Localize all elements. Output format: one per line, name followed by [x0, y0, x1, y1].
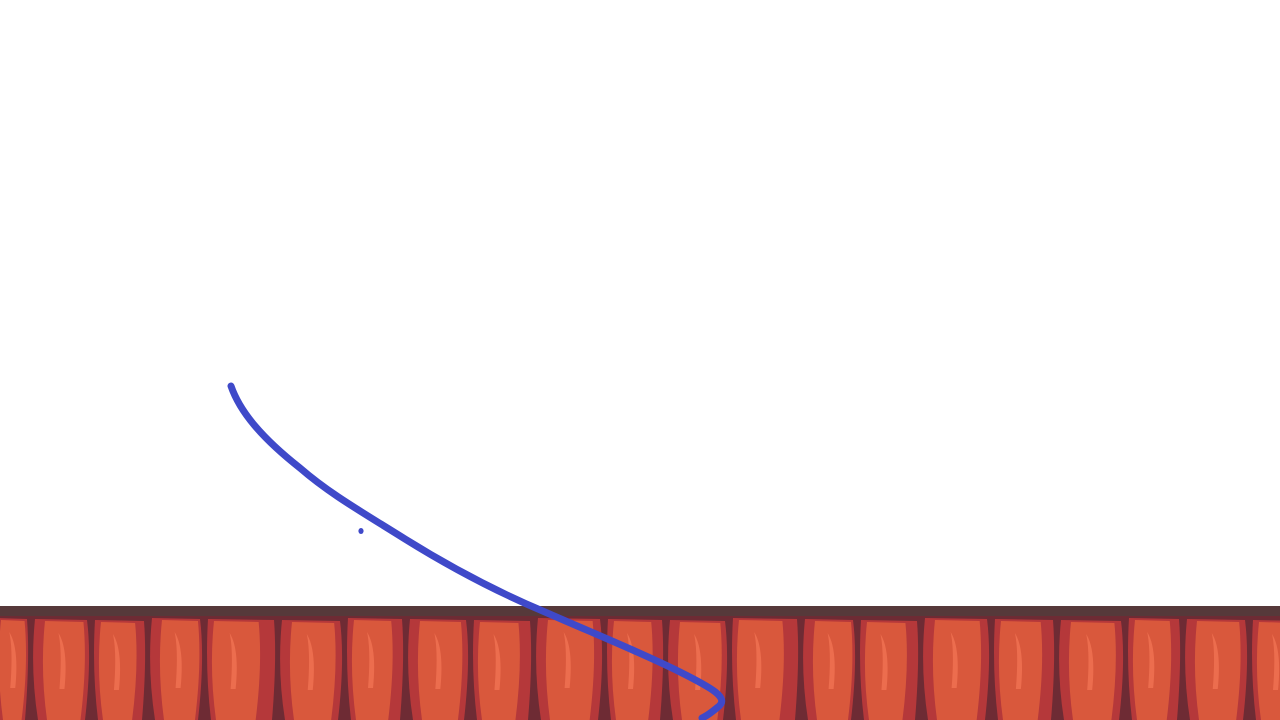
rock-highlight [950, 632, 958, 688]
rock-highlight [9, 632, 17, 688]
rock-highlight [1147, 632, 1155, 688]
rock-highlight [754, 632, 762, 688]
drawing-canvas-area[interactable] [0, 0, 1280, 607]
rock-highlight [1086, 634, 1094, 690]
rock-highlight [880, 634, 888, 690]
ground-top-edge [0, 606, 1280, 616]
rock-highlight [1272, 634, 1280, 690]
red-rock-ground-icon [0, 606, 1280, 720]
rock-highlight [1211, 633, 1219, 689]
rock-columns [0, 618, 1280, 720]
rock-highlight [174, 632, 182, 688]
rock-highlight [58, 633, 66, 689]
rock-highlight [112, 634, 121, 690]
rock-highlight [827, 633, 835, 689]
rock-highlight [1014, 633, 1023, 689]
